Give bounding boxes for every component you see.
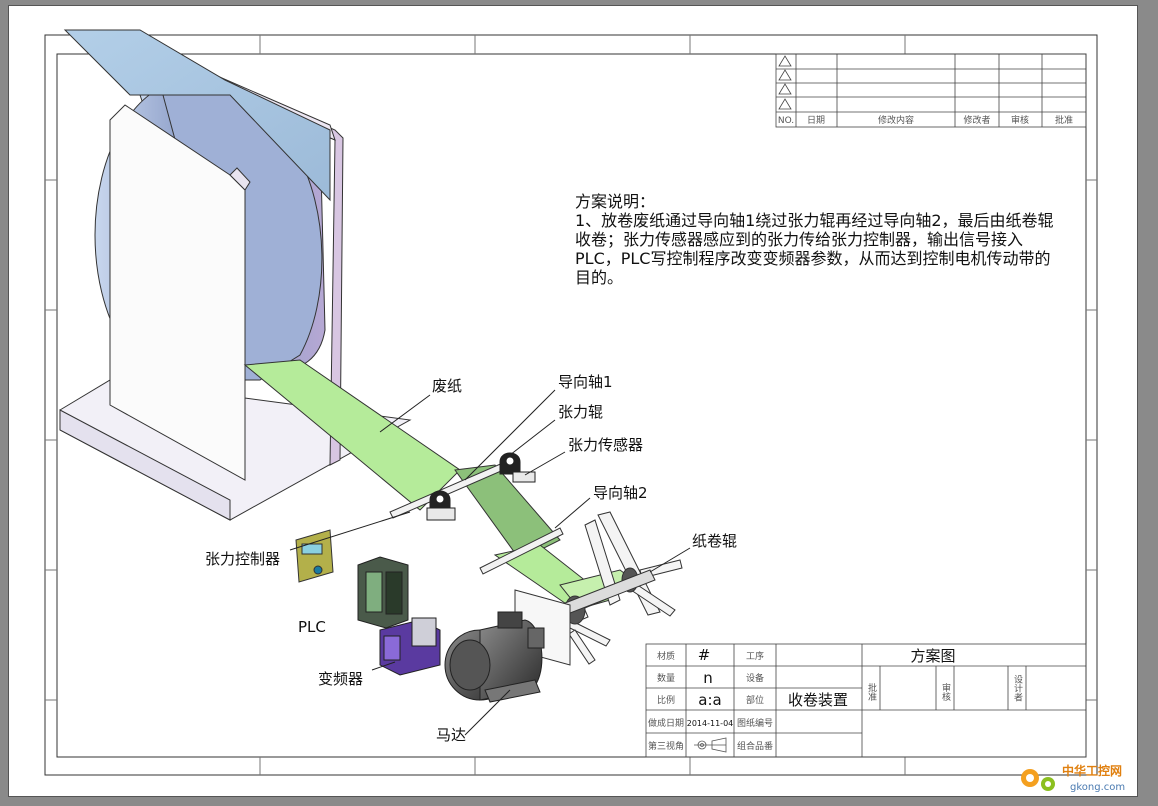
label-tension-sensor: 张力传感器 bbox=[568, 436, 643, 454]
tb-date-label: 做成日期 bbox=[648, 717, 684, 729]
tb-part-value: 收卷装置 bbox=[788, 691, 848, 709]
tb-material-value: # bbox=[698, 646, 711, 664]
take-up-reel bbox=[542, 511, 683, 665]
revision-table bbox=[775, 53, 1087, 128]
label-tension-controller: 张力控制器 bbox=[205, 550, 280, 568]
rev-header-no: NO. bbox=[778, 116, 794, 126]
tb-view-label: 第三视角 bbox=[648, 740, 684, 752]
label-plc: PLC bbox=[298, 618, 326, 636]
tb-review-label: 审核 bbox=[940, 682, 951, 702]
paper-web bbox=[243, 359, 641, 611]
label-guide-shaft-1: 导向轴1 bbox=[558, 373, 613, 391]
rev-header-date: 日期 bbox=[807, 115, 825, 126]
tb-design-label: 设计者 bbox=[1012, 674, 1023, 701]
inverter-device bbox=[379, 617, 441, 676]
rev-header-modifier: 修改者 bbox=[963, 114, 990, 126]
watermark-text: 中华工控网 bbox=[1062, 763, 1122, 778]
tb-date-value: 2014-11-04 bbox=[687, 719, 734, 728]
tb-equipment-label: 设备 bbox=[746, 672, 764, 684]
stand-front-plate bbox=[109, 104, 251, 481]
tb-process-label: 工序 bbox=[746, 650, 764, 662]
tb-assembly-label: 组合品番 bbox=[737, 740, 773, 752]
tension-controller-device bbox=[295, 529, 334, 583]
blue-belt bbox=[63, 29, 331, 202]
rev-header-approve: 批准 bbox=[1055, 114, 1073, 126]
tb-scale-value: a:a bbox=[698, 691, 721, 709]
description-text: 1、放卷废纸通过导向轴1绕过张力辊再经过导向轴2，最后由纸卷辊收卷；张力传感器感… bbox=[575, 211, 1054, 287]
tb-quantity-value: n bbox=[703, 669, 713, 687]
description-heading: 方案说明： bbox=[575, 192, 656, 211]
motor bbox=[444, 611, 545, 703]
leader-lines bbox=[289, 389, 691, 736]
plc-device bbox=[357, 556, 409, 629]
tb-drawing-title: 方案图 bbox=[910, 647, 955, 665]
rev-header-content: 修改内容 bbox=[878, 114, 914, 126]
tb-part-label: 部位 bbox=[746, 694, 764, 706]
label-paper-roll: 纸卷辊 bbox=[692, 532, 737, 550]
tb-scale-label: 比例 bbox=[657, 694, 675, 706]
frame-ticks bbox=[45, 35, 1097, 775]
label-motor: 马达 bbox=[436, 726, 466, 744]
gear-icon bbox=[1021, 769, 1055, 791]
tb-material-label: 材质 bbox=[657, 650, 675, 662]
revision-headers: NO. 日期 修改内容 修改者 审核 批准 bbox=[778, 114, 1073, 126]
label-guide-shaft-2: 导向轴2 bbox=[593, 484, 648, 502]
inner-frame bbox=[56, 53, 1087, 758]
label-waste-paper: 废纸 bbox=[432, 377, 462, 395]
tension-sensors bbox=[426, 452, 536, 521]
tb-drawing-no-label: 图纸编号 bbox=[737, 717, 773, 729]
scheme-description: 方案说明： 1、放卷废纸通过导向轴1绕过张力辊再经过导向轴2，最后由纸卷辊收卷；… bbox=[575, 192, 1065, 287]
watermark-logo: 中华工控网 gkong.com bbox=[1021, 763, 1125, 793]
projection-symbol-icon bbox=[694, 737, 727, 753]
tb-approve-label: 批准 bbox=[866, 682, 877, 702]
watermark-url: gkong.com bbox=[1070, 782, 1125, 793]
outer-frame bbox=[44, 34, 1098, 776]
label-inverter: 变频器 bbox=[318, 670, 363, 688]
title-block-grid bbox=[645, 643, 1087, 758]
label-tension-roller: 张力辊 bbox=[558, 403, 603, 421]
rev-header-review: 审核 bbox=[1011, 114, 1029, 126]
tb-quantity-label: 数量 bbox=[657, 672, 675, 684]
